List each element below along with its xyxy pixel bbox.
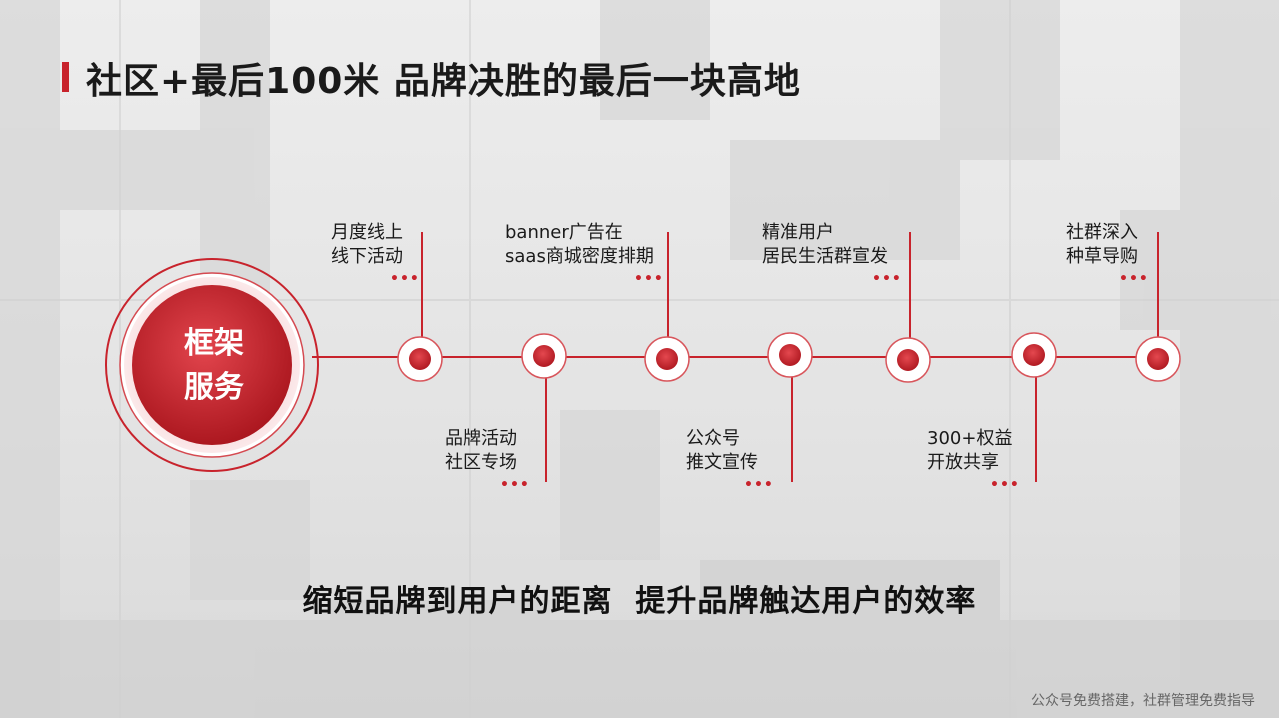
milestone-node-7	[1135, 336, 1181, 382]
milestone-label-7: 社群深入 种草导购	[1066, 221, 1138, 269]
milestone-label-3: banner广告在 saas商城密度排期	[505, 221, 654, 269]
milestone-node-2	[521, 333, 567, 379]
center-hub-label-line2: 服务	[184, 370, 244, 405]
milestone-label-5-line2: 居民生活群宣发	[762, 246, 888, 267]
center-hub-label: 框架 服务	[154, 322, 274, 410]
milestone-dots-3: •••	[634, 271, 664, 287]
milestone-label-6-line1: 300+权益	[927, 428, 1013, 449]
slide-slogan: 缩短品牌到用户的距离 提升品牌触达用户的效率	[302, 584, 977, 619]
milestone-label-5: 精准用户 居民生活群宣发	[762, 221, 888, 269]
milestone-node-3	[644, 336, 690, 382]
milestone-node-5	[885, 337, 931, 383]
milestone-node-4	[767, 332, 813, 378]
milestone-dots-4: •••	[744, 477, 774, 493]
milestone-label-6: 300+权益 开放共享	[927, 427, 1012, 475]
milestone-label-4-line1: 公众号	[686, 428, 740, 449]
milestone-label-6-line2: 开放共享	[927, 452, 999, 473]
milestone-label-4: 公众号 推文宣传	[686, 427, 758, 475]
milestone-label-2-line1: 品牌活动	[445, 428, 517, 449]
center-hub-label-line1: 框架	[184, 326, 244, 361]
milestone-dots-1: •••	[390, 271, 420, 287]
milestone-dots-6: •••	[990, 477, 1020, 493]
milestone-label-1-line1: 月度线上	[331, 222, 403, 243]
milestone-connectors	[421, 232, 1159, 482]
milestone-label-3-line1: banner广告在	[505, 222, 623, 243]
milestone-label-7-line2: 种草导购	[1066, 246, 1138, 267]
footer-note: 公众号免费搭建，社群管理免费指导	[1031, 693, 1255, 709]
milestone-label-1: 月度线上 线下活动	[331, 221, 403, 269]
milestone-label-4-line2: 推文宣传	[686, 452, 758, 473]
milestone-dots-7: •••	[1119, 271, 1149, 287]
title-accent-bar	[62, 62, 69, 92]
milestone-label-2-line2: 社区专场	[445, 452, 517, 473]
milestone-node-6	[1011, 332, 1057, 378]
center-hub	[105, 258, 319, 472]
milestone-label-3-line2: saas商城密度排期	[505, 246, 654, 267]
milestone-label-1-line2: 线下活动	[331, 246, 403, 267]
milestone-node-1	[397, 336, 443, 382]
milestone-label-7-line1: 社群深入	[1066, 222, 1138, 243]
milestone-label-2: 品牌活动 社区专场	[445, 427, 517, 475]
slide-title: 社区+最后100米 品牌决胜的最后一块高地	[86, 61, 801, 102]
milestone-dots-2: •••	[500, 477, 530, 493]
milestone-dots-5: •••	[872, 271, 902, 287]
milestone-label-5-line1: 精准用户	[762, 222, 834, 243]
